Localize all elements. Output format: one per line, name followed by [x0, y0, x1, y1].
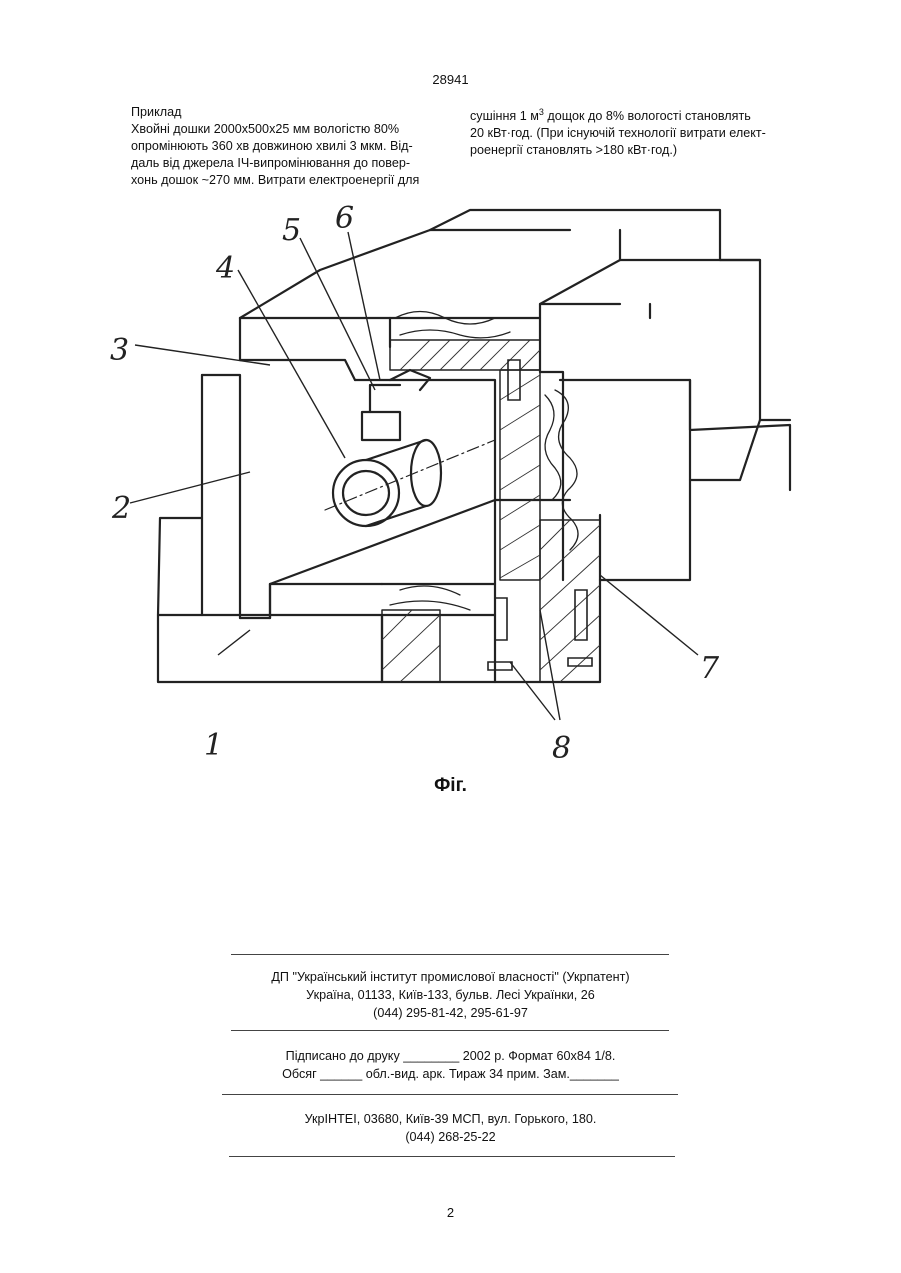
text-line: 20 кВт·год. (При існуючій технології вит…: [470, 125, 796, 142]
figure-label-4: 4: [215, 251, 235, 286]
divider: [229, 1156, 675, 1157]
imprint-print-info: Підписано до друку ________ 2002 р. Форм…: [0, 1047, 901, 1083]
divider: [231, 954, 669, 955]
print-signed: Підписано до друку ________ 2002 р. Форм…: [0, 1047, 901, 1065]
leader-line-1: [218, 630, 250, 655]
leader-line-3: [135, 345, 270, 365]
imprint-organization: ДП "Український інститут промислової вла…: [0, 968, 901, 1022]
org-name: ДП "Український інститут промислової вла…: [0, 968, 901, 986]
technical-drawing: 1 2 3 4 5 6 7 8: [100, 200, 805, 760]
figure-label-3: 3: [110, 333, 129, 368]
figure-label-1: 1: [204, 728, 223, 760]
leader-line-7: [600, 575, 698, 655]
figure-label-5: 5: [282, 213, 301, 248]
text-column-right: сушіння 1 м3 дощок до 8% вологості стано…: [470, 104, 796, 159]
text-line: даль від джерела ІЧ-випромінювання до по…: [131, 155, 431, 172]
document-number: 28941: [0, 72, 901, 87]
leader-line-2: [130, 472, 250, 503]
leader-line-5: [300, 238, 375, 390]
publisher-phone: (044) 268-25-22: [0, 1128, 901, 1146]
org-address: Україна, 01133, Київ-133, бульв. Лесі Ук…: [0, 986, 901, 1004]
text-fragment: дощок до 8% вологості становлять: [544, 109, 751, 123]
divider: [231, 1030, 669, 1031]
text-line: хонь дошок ~270 мм. Витрати електроенерг…: [131, 172, 431, 189]
figure-label-7: 7: [700, 651, 720, 686]
divider: [222, 1094, 678, 1095]
example-heading: Приклад: [131, 104, 431, 121]
leader-line-8a: [510, 662, 555, 720]
figure-label-2: 2: [111, 491, 131, 526]
page-number: 2: [0, 1205, 901, 1220]
text-line: опромінюють 360 хв довжиною хвилі 3 мкм.…: [131, 138, 431, 155]
text-line: роенергії становлять >180 кВт·год.): [470, 142, 796, 159]
base-block: [158, 615, 382, 682]
print-volume: Обсяг ______ обл.-вид. арк. Тираж 34 при…: [0, 1065, 901, 1083]
text-line: сушіння 1 м3 дощок до 8% вологості стано…: [470, 104, 796, 125]
imprint-publisher: УкрІНТЕІ, 03680, Київ-39 МСП, вул. Горьк…: [0, 1110, 901, 1146]
figure-label-6: 6: [335, 201, 354, 236]
org-phone: (044) 295-81-42, 295-61-97: [0, 1004, 901, 1022]
text-fragment: сушіння 1 м: [470, 109, 539, 123]
text-column-left: Приклад Хвойні дошки 2000х500х25 мм воло…: [131, 104, 431, 189]
text-line: Хвойні дошки 2000х500х25 мм вологістю 80…: [131, 121, 431, 138]
publisher-address: УкрІНТЕІ, 03680, Київ-39 МСП, вул. Горьк…: [0, 1110, 901, 1128]
figure-label-8: 8: [552, 731, 571, 760]
figure-caption: Фіг.: [0, 775, 901, 797]
